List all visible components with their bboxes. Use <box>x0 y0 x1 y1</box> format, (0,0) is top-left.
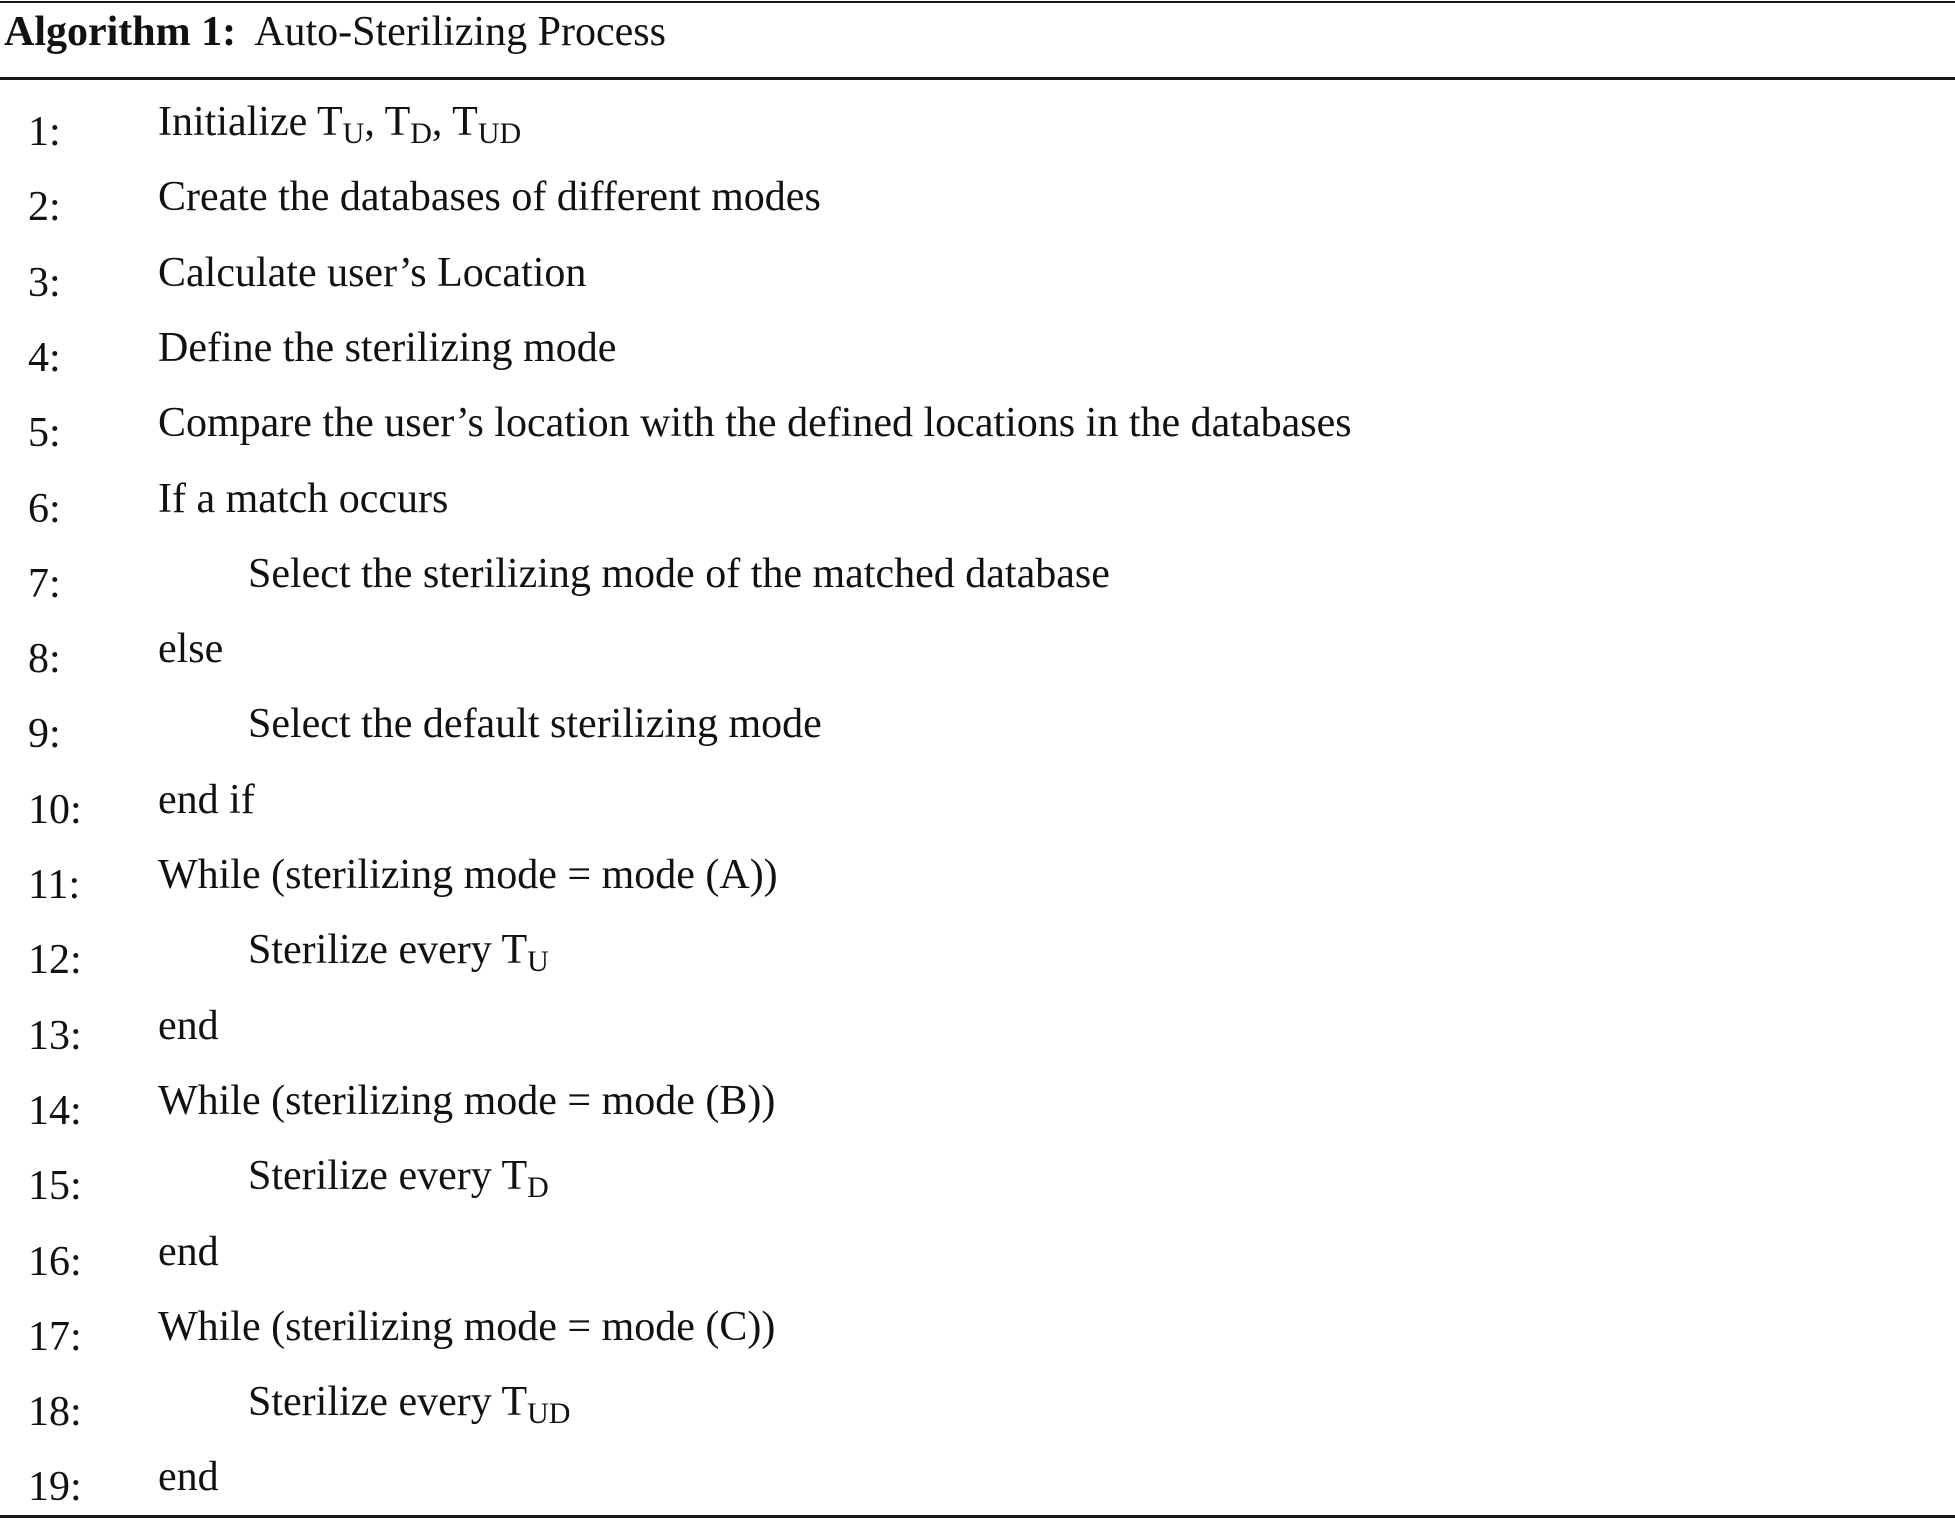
line-text-part: Initialize T <box>158 99 343 145</box>
line-text-part: end <box>158 1228 219 1275</box>
line-text-part: Sterilize every T <box>248 1153 528 1200</box>
line-text-part: Define the sterilizing mode <box>158 324 617 371</box>
line-text-part: end <box>158 1002 219 1049</box>
line-text: Initialize TU, TD, TUD <box>158 99 521 149</box>
line-number: 11: <box>28 862 81 908</box>
line-number: 2: <box>28 184 61 231</box>
line-number: 14: <box>28 1087 82 1134</box>
line-number: 6: <box>28 485 61 532</box>
subscript: U <box>342 117 365 150</box>
line-text-part: Sterilize every T <box>248 1379 528 1426</box>
line-text-part: end if <box>158 776 255 823</box>
subscript: D <box>527 1171 549 1205</box>
line-text: end <box>158 1004 219 1048</box>
line-text: If a match occurs <box>158 477 448 521</box>
algorithm-label: Algorithm 1: <box>4 9 237 55</box>
line-text-part: While (sterilizing mode = mode (C)) <box>158 1303 776 1350</box>
subscript: D <box>410 117 432 150</box>
line-text-part: , T <box>431 99 478 145</box>
line-number: 1: <box>28 109 61 155</box>
line-text: Select the default sterilizing mode <box>248 702 822 746</box>
line-number: 18: <box>28 1389 82 1436</box>
line-text: While (sterilizing mode = mode (B)) <box>158 1079 775 1123</box>
line-number: 3: <box>28 259 61 306</box>
line-number: 7: <box>28 560 61 607</box>
line-text: Create the databases of different modes <box>158 175 821 219</box>
line-text: While (sterilizing mode = mode (A)) <box>158 853 778 897</box>
line-text-part: Select the default sterilizing mode <box>248 701 822 748</box>
line-text-part: While (sterilizing mode = mode (B)) <box>158 1077 776 1124</box>
line-text-part: else <box>158 626 224 673</box>
line-text-part: , T <box>364 99 411 145</box>
line-text: Compare the user’s location with the def… <box>158 401 1352 445</box>
line-number: 19: <box>28 1464 82 1511</box>
line-text: Sterilize every TU <box>248 927 549 977</box>
line-text-part: If a match occurs <box>158 475 449 522</box>
line-number: 10: <box>28 786 82 833</box>
line-text-part: Sterilize every T <box>248 927 528 974</box>
top-rule <box>0 1 1955 3</box>
line-text-part: Calculate user’s Location <box>158 249 587 296</box>
line-number: 5: <box>28 410 61 457</box>
line-text-part: While (sterilizing mode = mode (A)) <box>158 852 778 898</box>
line-text: else <box>158 627 223 671</box>
line-text: end <box>158 1455 219 1499</box>
line-text: While (sterilizing mode = mode (C)) <box>158 1305 775 1349</box>
subscript: U <box>527 945 549 979</box>
line-text-part: Compare the user’s location with the def… <box>158 400 1352 447</box>
algorithm-caption: Algorithm 1: Auto-Sterilizing Process <box>4 4 666 60</box>
line-text: Select the sterilizing mode of the match… <box>248 552 1110 596</box>
subscript: UD <box>527 1397 571 1431</box>
line-text: end if <box>158 778 255 822</box>
line-text: Define the sterilizing mode <box>158 326 616 370</box>
line-text: end <box>158 1230 219 1274</box>
line-text: Sterilize every TUD <box>248 1379 570 1429</box>
line-number: 12: <box>28 937 82 984</box>
line-number: 9: <box>28 711 61 758</box>
line-text: Sterilize every TD <box>248 1153 549 1203</box>
algorithm-title: Auto-Sterilizing Process <box>254 9 666 55</box>
line-text-part: end <box>158 1454 219 1501</box>
line-number: 16: <box>28 1238 82 1285</box>
header-rule <box>0 77 1955 80</box>
bottom-rule <box>0 1515 1955 1518</box>
line-text: Calculate user’s Location <box>158 251 586 295</box>
line-number: 4: <box>28 334 61 381</box>
line-number: 15: <box>28 1163 82 1210</box>
line-number: 8: <box>28 636 61 683</box>
subscript: UD <box>477 117 522 150</box>
line-text-part: Select the sterilizing mode of the match… <box>248 550 1110 597</box>
line-text-part: Create the databases of different modes <box>158 174 821 221</box>
line-number: 17: <box>28 1313 82 1360</box>
line-number: 13: <box>28 1012 82 1059</box>
